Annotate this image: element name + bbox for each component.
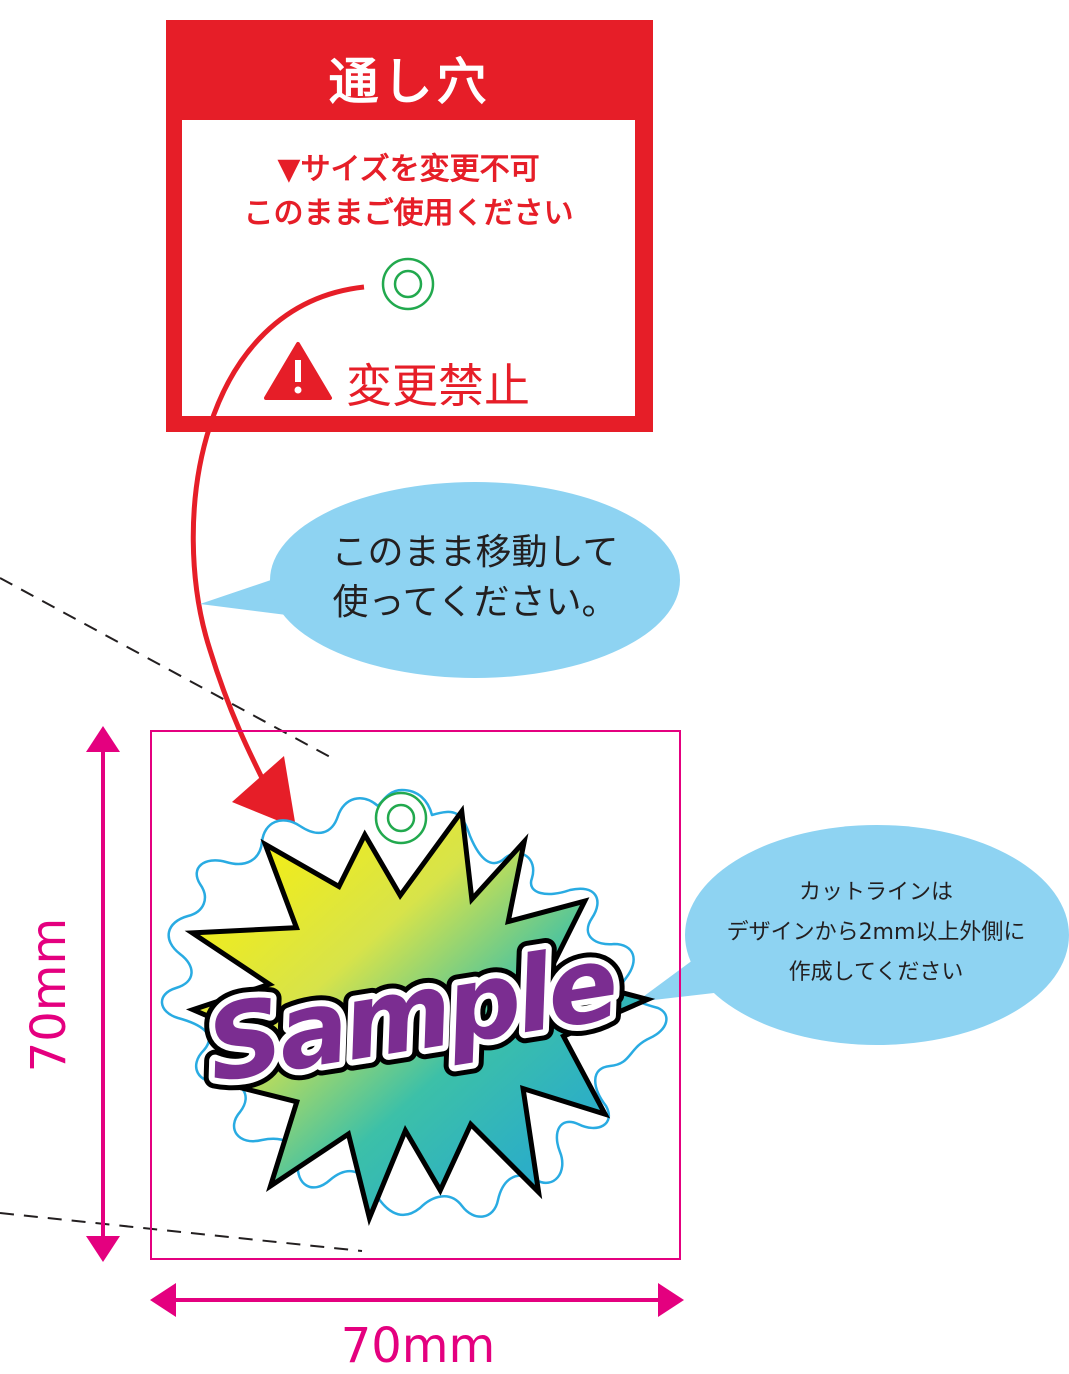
- hole-outer-ring: [374, 791, 428, 845]
- bubble-cut-text: カットラインは デザインから2mm以上外側に 作成してください: [690, 873, 1062, 993]
- bubble-cut-line2: デザインから2mm以上外側に: [726, 920, 1026, 945]
- move-arrow-curve: [190, 284, 365, 792]
- hole-note-line1: ▼サイズを変更不可: [277, 152, 540, 187]
- hole-sample-outer-ring: [381, 257, 435, 311]
- starburst-design: [184, 804, 656, 1226]
- width-dimension-label: 70mm: [340, 1318, 496, 1374]
- bubble-cut: [685, 825, 1069, 1045]
- move-arrow-head: [232, 756, 296, 828]
- hole-warning-label: 変更禁止: [346, 359, 530, 413]
- width-dimension-arrow: [150, 1283, 684, 1317]
- height-dimension-label: 70mm: [21, 917, 77, 1073]
- bubble-move-text: このまま移動して 使ってください。: [285, 528, 665, 628]
- hole-note-line2: このままご使用ください: [243, 196, 574, 231]
- hole-sample-inner-ring: [393, 269, 423, 299]
- bubble-move-line1: このまま移動して: [331, 532, 619, 573]
- print-area-frame: [150, 730, 681, 1260]
- hole-inner-ring: [386, 803, 416, 833]
- height-dimension-arrow: [86, 726, 120, 1262]
- bubble-cut-line1: カットラインは: [798, 880, 953, 905]
- warning-triangle-icon: [264, 342, 332, 400]
- bubble-cut-line3: 作成してください: [788, 960, 964, 985]
- dashed-guide-bottom: [0, 1212, 363, 1252]
- bubble-move: [270, 482, 680, 678]
- hole-box-inner: [182, 120, 635, 416]
- bubble-move-line2: 使ってください。: [332, 582, 618, 623]
- hole-box-note: ▼サイズを変更不可 このままご使用ください: [182, 148, 635, 236]
- dashed-guide-top: [0, 577, 333, 759]
- hole-box-title: 通し穴: [328, 53, 491, 111]
